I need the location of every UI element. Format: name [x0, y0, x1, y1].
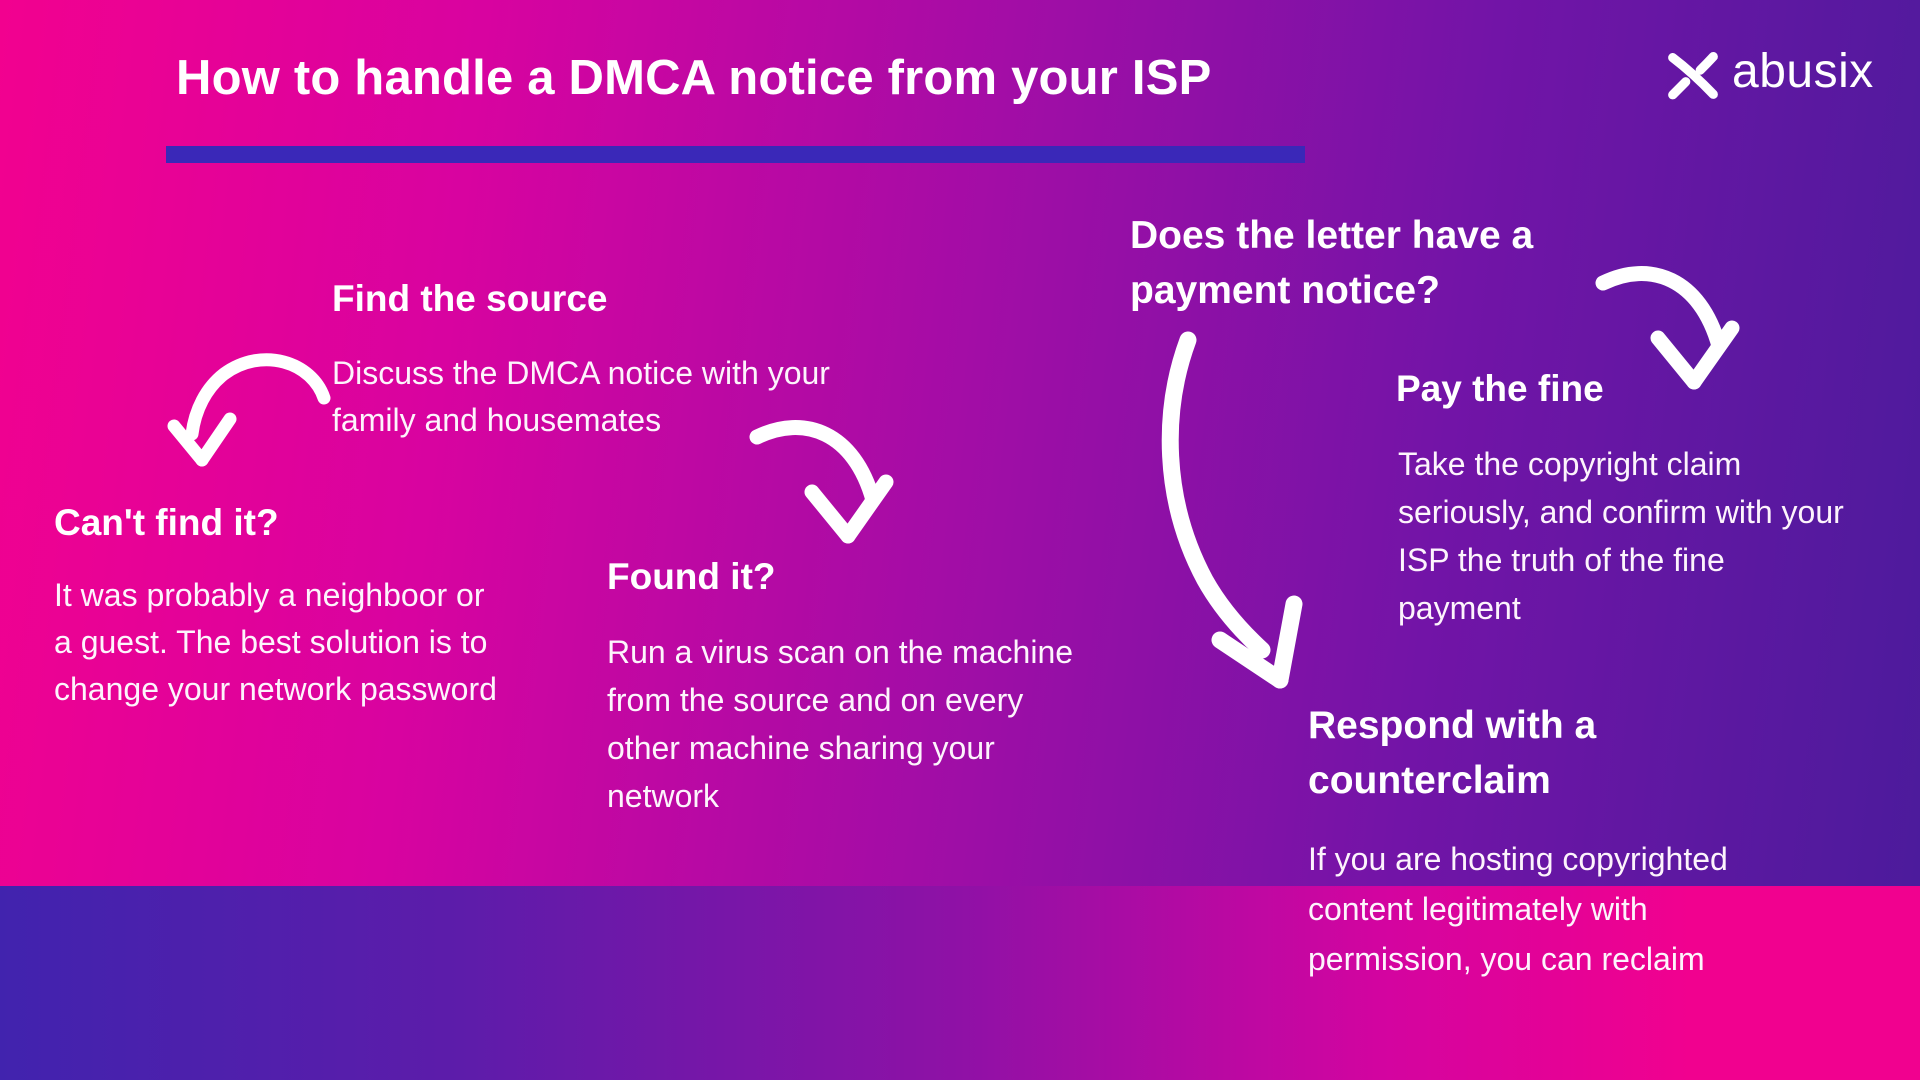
pay-fine-body: Take the copyright claim seriously, and …: [1398, 446, 1844, 626]
pay-fine-heading: Pay the fine: [1396, 368, 1604, 409]
abusix-logo: abusix: [1664, 44, 1874, 106]
counterclaim-body: If you are hosting copyrighted content l…: [1308, 841, 1728, 977]
cant-find-heading: Can't find it?: [54, 502, 279, 543]
swoosh-arrow-right-down-icon: [742, 412, 912, 562]
found-it-body: Run a virus scan on the machine from the…: [607, 634, 1074, 814]
curved-arrow-left-down-icon: [162, 346, 337, 481]
page-title: How to handle a DMCA notice from your IS…: [176, 51, 1212, 105]
swoosh-arrow-pay-fine-icon: [1588, 258, 1758, 408]
counterclaim-heading: Respond with a counterclaim: [1308, 704, 1597, 802]
payment-notice-heading: Does the letter have a payment notice?: [1130, 214, 1534, 312]
find-source-heading: Find the source: [332, 278, 608, 319]
cant-find-body: It was probably a neighboor or a guest. …: [54, 577, 497, 707]
background-gradient-bottom-band: [0, 886, 1920, 1080]
abusix-logo-text: abusix: [1732, 45, 1874, 98]
find-source-body: Discuss the DMCA notice with your family…: [332, 355, 830, 438]
found-it-heading: Found it?: [607, 556, 776, 597]
title-underline-bar: [166, 146, 1305, 163]
long-curved-arrow-down-icon: [1160, 330, 1335, 705]
abusix-logo-icon: [1664, 44, 1722, 106]
